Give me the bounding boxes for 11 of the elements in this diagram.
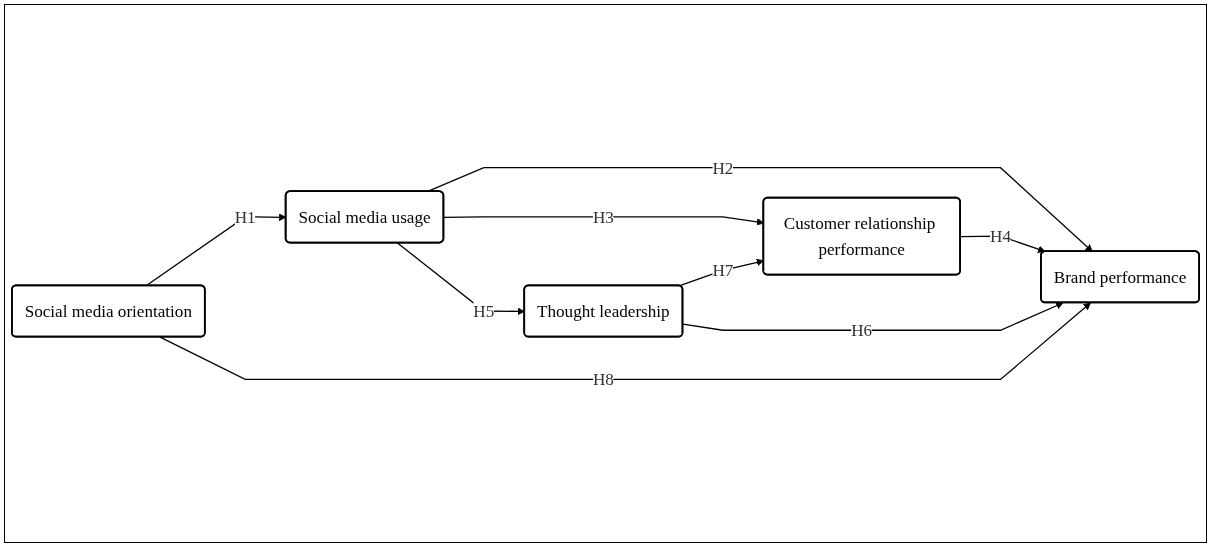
diagram-frame: H1 H3 H2 H5 H4 H7 H6 H8 Social media orientation Social media usage Customer relationship performance Brand performance Thought leadership <box>4 4 1207 543</box>
edge-label: H1 <box>234 207 256 227</box>
edge-label: H5 <box>473 301 495 321</box>
arrow <box>159 302 1091 380</box>
edge-label: H6 <box>851 320 873 340</box>
edge-label: H8 <box>592 369 614 389</box>
arrow <box>682 302 1064 331</box>
edge-label: H4 <box>990 226 1011 246</box>
edge-label: H3 <box>592 207 614 227</box>
edge-label: H2 <box>712 158 734 178</box>
edge-label: H7 <box>712 260 734 280</box>
